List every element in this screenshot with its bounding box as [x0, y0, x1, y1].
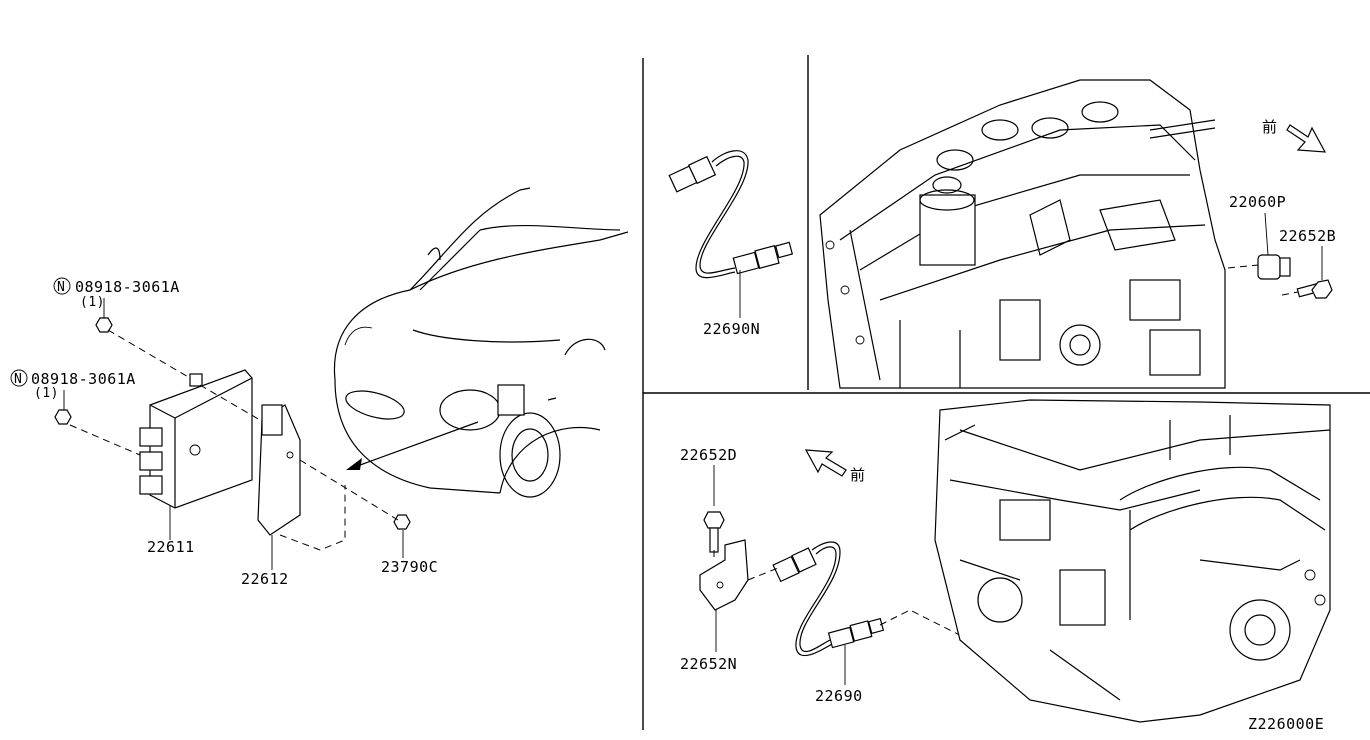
svg-text:前: 前: [1262, 118, 1278, 136]
label-bolt-top-qty: (1): [80, 295, 105, 310]
oxygen-sensor-upper: [668, 150, 794, 279]
oxygen-sensor-lower: [772, 541, 885, 657]
engine-upper: [819, 79, 1226, 389]
label-ecm: 22611: [147, 538, 195, 556]
label-bolt-lower: 22652D: [680, 446, 737, 464]
n-mark-top-icon: N: [53, 277, 71, 295]
bracket-lower: [699, 539, 749, 611]
ecm-unit: [139, 369, 253, 509]
assembly-lines-left: [69, 329, 399, 551]
bolt-top-icon: [95, 317, 113, 333]
label-bracket: 22612: [241, 570, 289, 588]
label-bracket-lower: 22652N: [680, 655, 737, 673]
label-knock-sensor: 22060P: [1229, 193, 1286, 211]
svg-text:N: N: [57, 280, 65, 295]
leader-lines-left: [63, 298, 404, 570]
knock-sensor: [1257, 254, 1291, 280]
location-arrow: [346, 421, 479, 470]
bolt-lower: [703, 511, 725, 553]
svg-text:前: 前: [850, 466, 866, 484]
assembly-lines-lower-right: [713, 550, 1026, 669]
label-bolt-left: 08918-3061A: [31, 370, 136, 388]
assembly-lines-upper-right: [1227, 264, 1299, 296]
diagram-code: Z226000E: [1248, 715, 1324, 733]
svg-text:N: N: [14, 372, 22, 387]
knock-bolt: [1296, 279, 1333, 299]
label-sensor-upper: 22690N: [703, 320, 760, 338]
bolt-left-icon: [54, 409, 72, 425]
label-bolt-left-qty: (1): [34, 386, 59, 401]
leader-knock-sensor: [1264, 212, 1269, 256]
front-arrow-upper-icon: 前: [1262, 118, 1327, 153]
label-knock-bolt: 22652B: [1279, 227, 1336, 245]
ecm-bracket: [257, 404, 301, 536]
panel-dividers: [642, 55, 1370, 730]
label-nut: 23790C: [381, 558, 438, 576]
n-mark-left-icon: N: [10, 369, 28, 387]
nut-icon: [393, 514, 411, 530]
label-bolt-top: 08918-3061A: [75, 278, 180, 296]
engine-lower: [934, 399, 1331, 723]
car-illustration: [333, 187, 629, 498]
front-arrow-lower-icon: 前: [804, 449, 866, 484]
label-sensor-lower: 22690: [815, 687, 863, 705]
